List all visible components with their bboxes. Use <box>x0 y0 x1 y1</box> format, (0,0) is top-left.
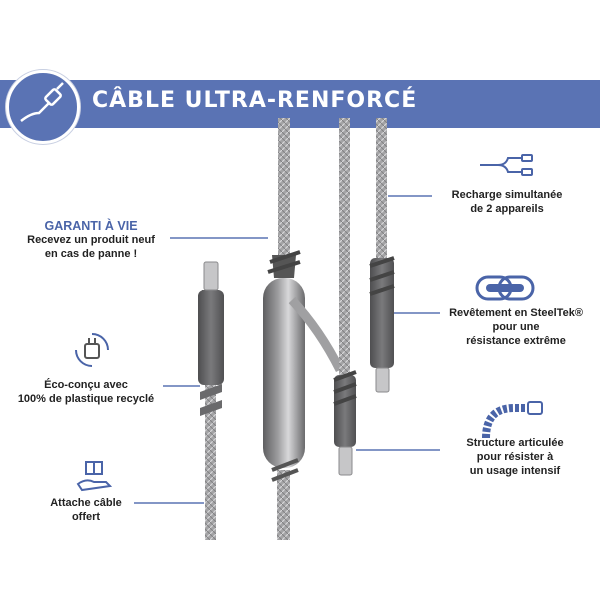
charge-callout: Recharge simultanée de 2 appareils <box>432 188 582 216</box>
eco-line-2: 100% de plastique recyclé <box>17 393 155 405</box>
chain-link-icon <box>475 275 535 301</box>
charge-line-1: Recharge simultanée <box>451 189 563 201</box>
split-cable-icon <box>480 154 533 176</box>
coating-callout: Revêtement en SteelTek® pour une résista… <box>436 306 596 348</box>
tie-line-1: Attache câble <box>50 497 122 509</box>
recycle-charger-icon <box>75 333 109 367</box>
structure-line-2: pour résister à <box>476 451 554 463</box>
banner-title: CÂBLE ULTRA-RENFORCÉ <box>92 88 418 113</box>
warranty-line-2: en cas de panne ! <box>44 248 138 260</box>
structure-line-1: Structure articulée <box>466 437 564 449</box>
usb-cable-icon <box>6 70 80 144</box>
structure-callout: Structure articulée pour résister à un u… <box>440 436 590 478</box>
coating-line-2: pour une <box>492 321 540 333</box>
warranty-title: GARANTI À VIE <box>44 219 138 233</box>
gift-hand-icon <box>76 461 112 492</box>
articulated-cable-icon <box>482 401 543 439</box>
tie-line-2: offert <box>71 511 101 523</box>
warranty-callout: GARANTI À VIE Recevez un produit neuf en… <box>10 219 172 261</box>
title-banner: CÂBLE ULTRA-RENFORCÉ <box>0 80 600 128</box>
eco-line-1: Éco-conçu avec <box>44 379 128 391</box>
eco-callout: Éco-conçu avec 100% de plastique recyclé <box>8 378 164 406</box>
coating-line-3: résistance extrême <box>466 335 566 347</box>
charge-line-2: de 2 appareils <box>470 203 544 215</box>
warranty-line-1: Recevez un produit neuf <box>27 234 155 246</box>
tie-callout: Attache câble offert <box>38 496 134 524</box>
structure-line-3: un usage intensif <box>469 465 561 477</box>
coating-line-1: Revêtement en SteelTek® <box>449 307 583 319</box>
